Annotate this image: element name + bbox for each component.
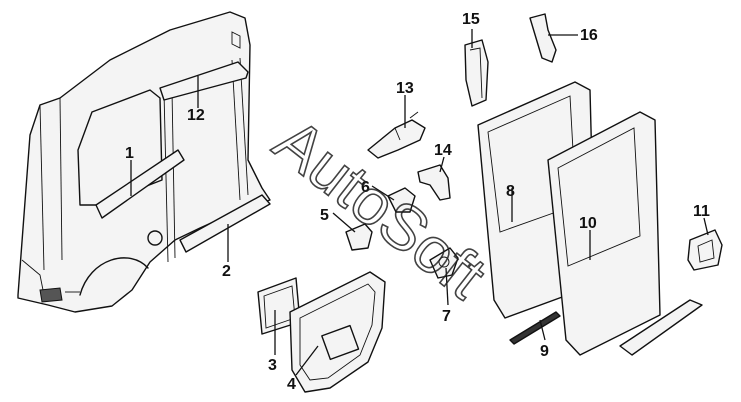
callout-7: 7	[442, 308, 451, 325]
callout-14: 14	[434, 142, 452, 159]
callout-labels: 1 2 3 4 5 6 7 8 9 10 11 12 13 14 15 16	[125, 11, 710, 393]
leader-lines	[130, 29, 709, 376]
part-15-hinge-arm	[464, 39, 489, 107]
part-1-sill-trim	[95, 149, 185, 219]
callout-13: 13	[396, 80, 414, 97]
part-16-clip	[529, 13, 557, 63]
callout-11: 11	[693, 203, 710, 220]
callout-2: 2	[222, 263, 231, 280]
callout-6: 6	[361, 179, 370, 196]
part-4-inner-panel	[289, 271, 386, 393]
callout-10: 10	[579, 215, 597, 232]
callout-1: 1	[125, 145, 134, 162]
part-6-striker	[387, 187, 416, 213]
part-13-bracket	[367, 111, 426, 159]
callout-12: 12	[187, 107, 205, 124]
lower-trim-strip	[619, 299, 703, 356]
callout-4: 4	[287, 376, 296, 393]
body-side-panel	[17, 11, 271, 313]
callout-5: 5	[320, 207, 329, 224]
callout-8: 8	[506, 183, 515, 200]
part-7-lock	[429, 247, 459, 279]
part-11-handle	[687, 229, 723, 271]
part-12-upper-rail	[159, 61, 249, 101]
part-9-seal-strip	[509, 311, 561, 345]
part-10-door	[547, 111, 661, 356]
callout-16: 16	[580, 27, 598, 44]
callout-3: 3	[268, 357, 277, 374]
part-2-sill-trim	[179, 194, 271, 253]
callout-9: 9	[540, 343, 549, 360]
callout-15: 15	[462, 11, 480, 28]
